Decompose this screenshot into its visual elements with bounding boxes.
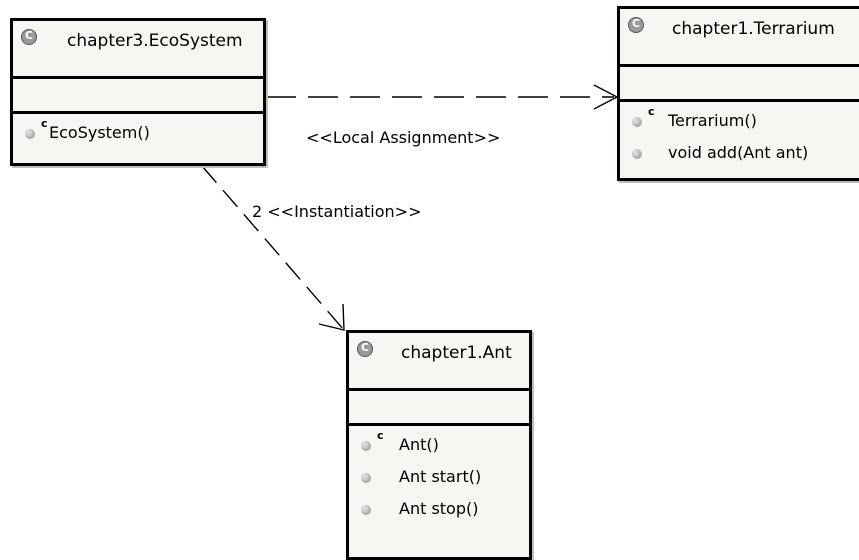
terrarium-name-compartment: chapter1.Terrarium (620, 9, 859, 67)
ecosystem-class-box[interactable]: chapter3.EcoSystem c EcoSystem() (10, 18, 266, 166)
class-icon (357, 341, 373, 357)
method-bullet-icon (25, 129, 35, 139)
ant-class-box[interactable]: chapter1.Ant c Ant() Ant start() Ant sto… (346, 330, 532, 560)
operation-row[interactable]: void add(Ant ant) (620, 137, 859, 169)
ecosystem-attributes-compartment (13, 79, 263, 114)
local-assignment-label: <<Local Assignment>> (306, 128, 501, 147)
operation-label: void add(Ant ant) (668, 143, 809, 162)
method-bullet-icon (361, 473, 371, 483)
operation-label: Ant stop() (399, 499, 479, 518)
operation-label: Ant() (399, 435, 439, 454)
operation-label: Terrarium() (668, 111, 757, 130)
terrarium-class-name: chapter1.Terrarium (672, 19, 835, 39)
operation-row[interactable]: c EcoSystem() (13, 117, 263, 149)
instantiation-arrowhead (318, 303, 345, 331)
operation-row[interactable]: c Ant() (349, 429, 529, 461)
method-bullet-icon (632, 149, 642, 159)
constructor-marker: c (41, 117, 48, 130)
constructor-marker: c (377, 429, 384, 442)
ecosystem-operations-compartment: c EcoSystem() (13, 114, 263, 149)
ant-attributes-compartment (349, 391, 529, 426)
constructor-marker: c (648, 105, 655, 118)
terrarium-class-box[interactable]: chapter1.Terrarium c Terrarium() void ad… (617, 6, 859, 181)
operation-label: Ant start() (399, 467, 482, 486)
class-icon (628, 17, 644, 33)
method-bullet-icon (632, 117, 642, 127)
method-bullet-icon (361, 441, 371, 451)
operation-row[interactable]: c Terrarium() (620, 105, 859, 137)
ant-class-name: chapter1.Ant (401, 343, 512, 363)
ecosystem-class-name: chapter3.EcoSystem (67, 31, 243, 51)
instantiation-label: 2 <<Instantiation>> (252, 202, 422, 221)
ecosystem-name-compartment: chapter3.EcoSystem (13, 21, 263, 79)
method-bullet-icon (361, 505, 371, 515)
operation-row[interactable]: Ant stop() (349, 493, 529, 525)
class-icon (21, 29, 37, 45)
ant-name-compartment: chapter1.Ant (349, 333, 529, 391)
operation-row[interactable]: Ant start() (349, 461, 529, 493)
terrarium-attributes-compartment (620, 67, 859, 102)
operation-label: EcoSystem() (49, 123, 150, 142)
ant-operations-compartment: c Ant() Ant start() Ant stop() (349, 426, 529, 525)
instantiation-edge[interactable] (201, 165, 345, 331)
terrarium-operations-compartment: c Terrarium() void add(Ant ant) (620, 102, 859, 169)
